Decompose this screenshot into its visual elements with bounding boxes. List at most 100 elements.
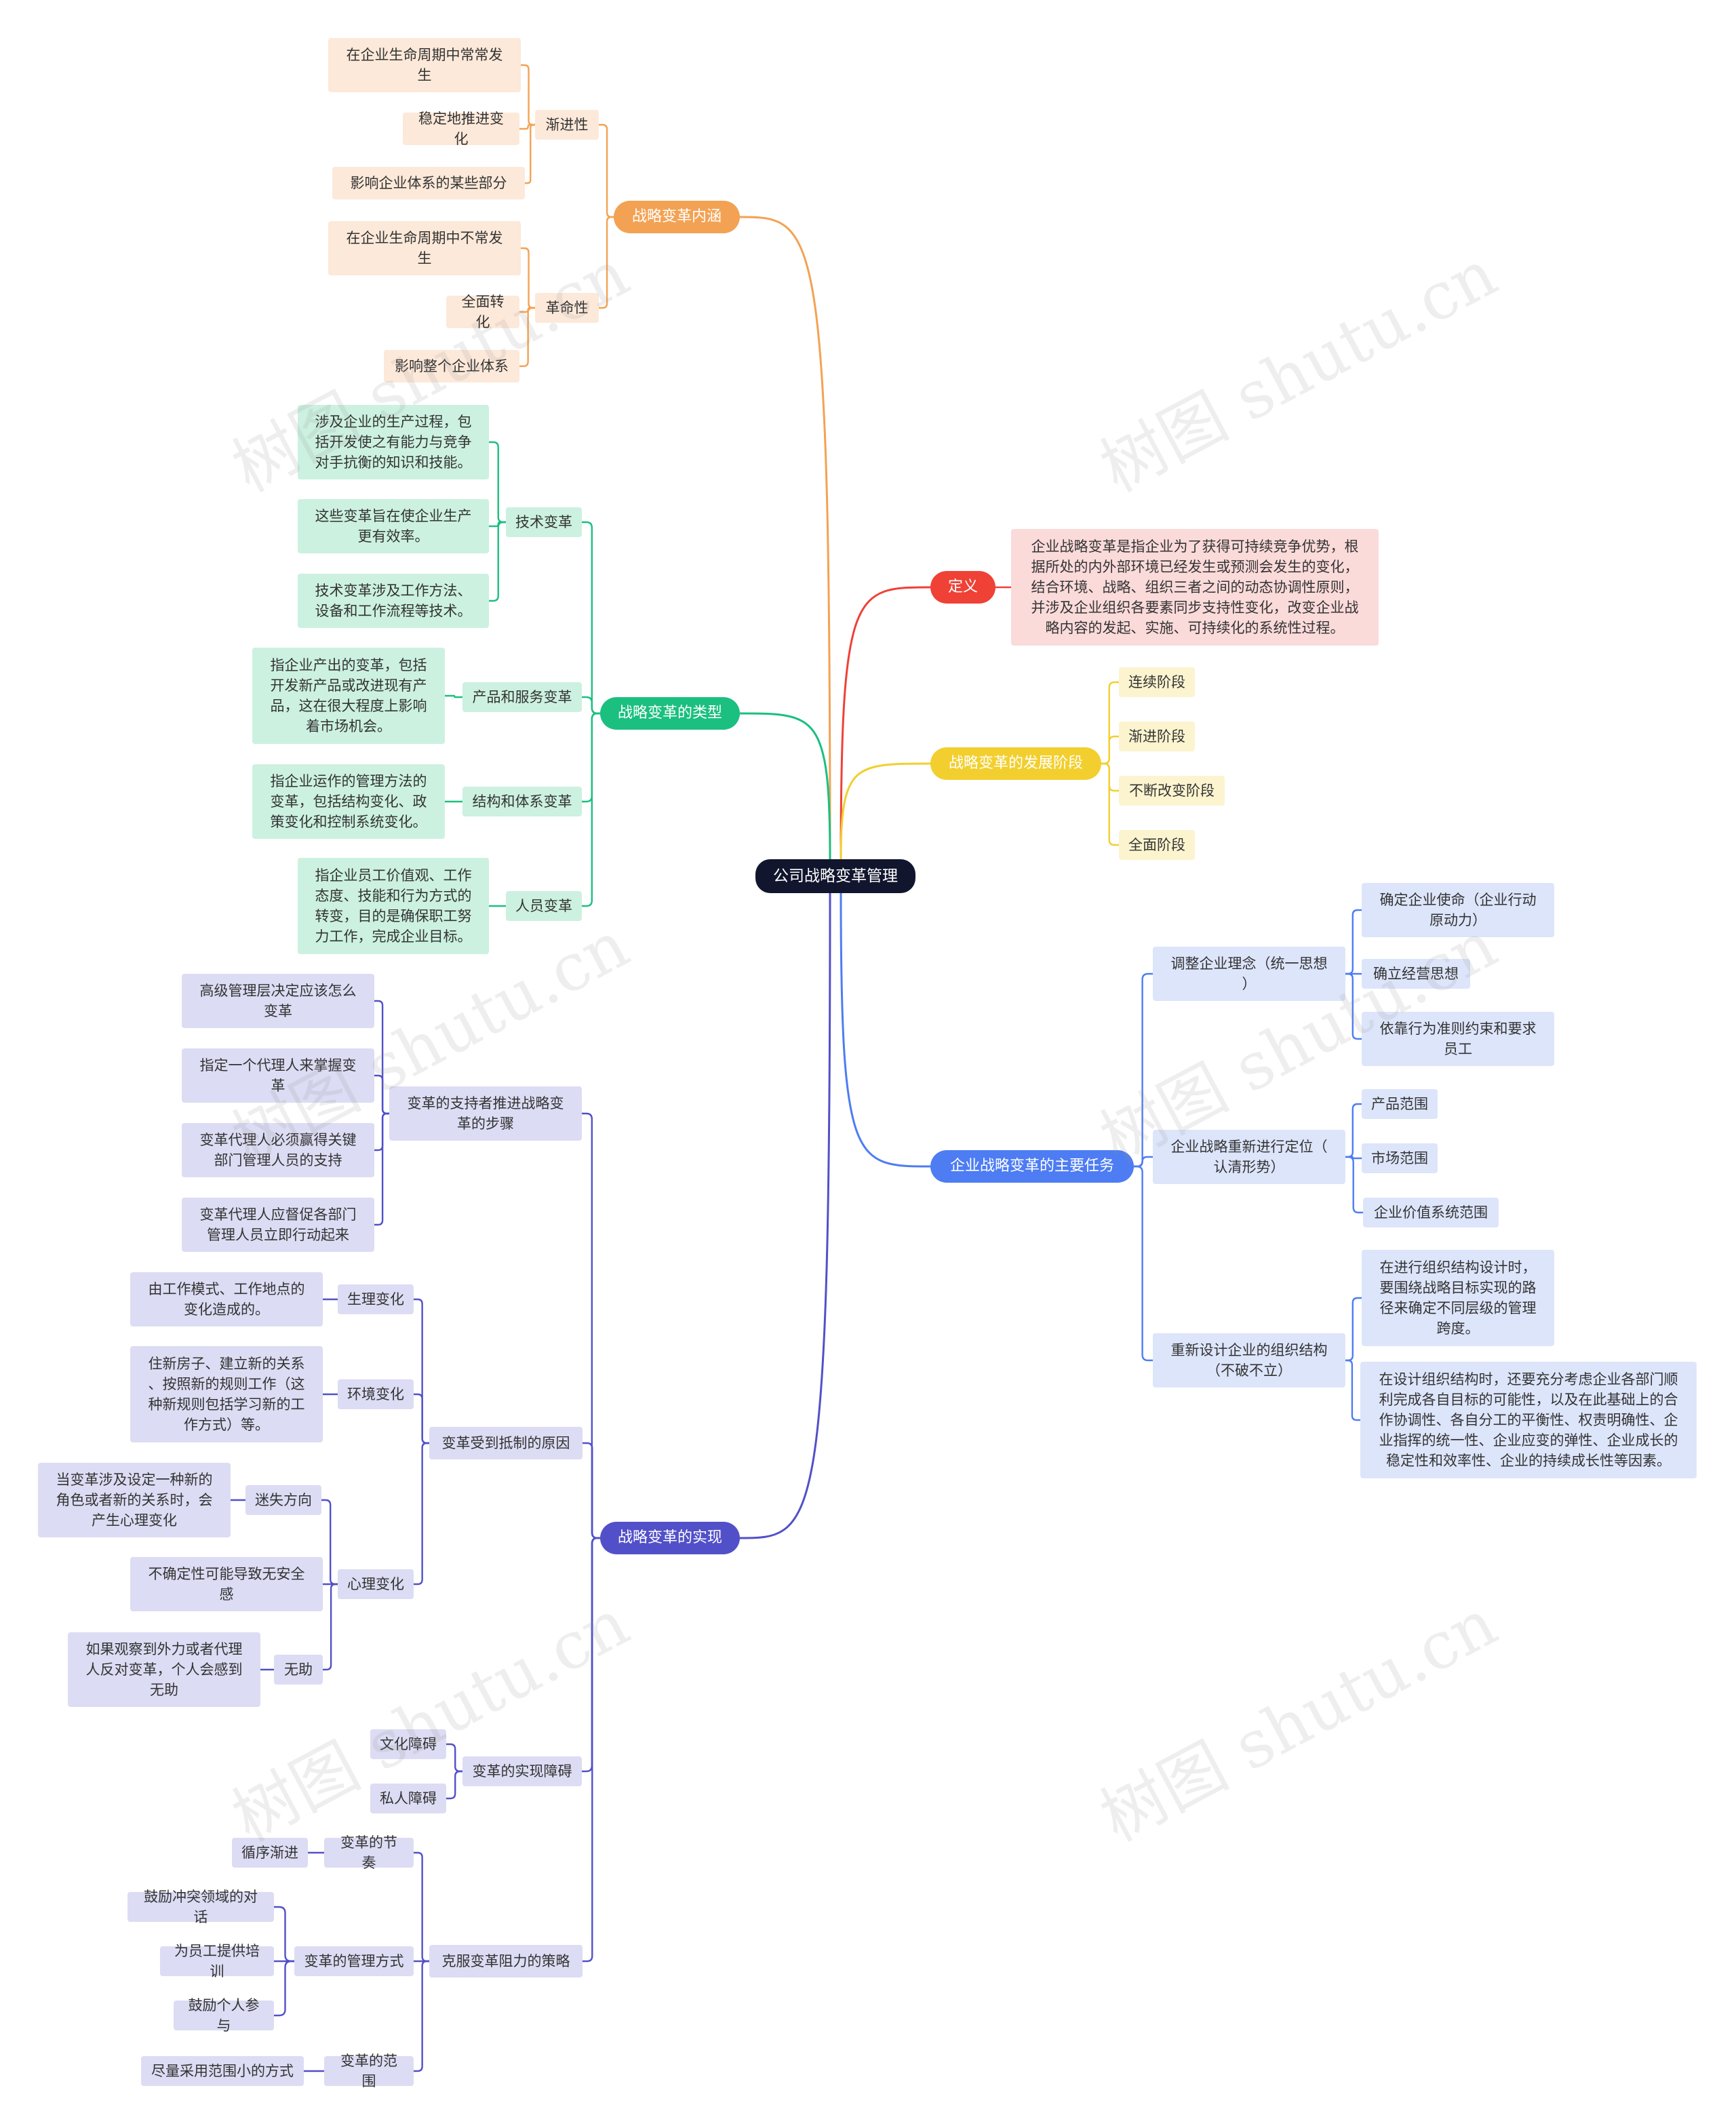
sub-topic[interactable]: 稳定地推进变化 bbox=[403, 111, 519, 147]
topic-text: 战略变革的发展阶段 bbox=[948, 755, 1083, 772]
topic-text: 变革的支持者推进战略变革的步骤 bbox=[407, 1095, 564, 1132]
sub-topic[interactable]: 影响整个企业体系 bbox=[384, 350, 519, 382]
topic-text: 重新设计企业的组织结构（不破不立） bbox=[1170, 1342, 1328, 1379]
topic-text: 连续阶段 bbox=[1128, 674, 1185, 690]
sub-topic[interactable]: 渐进阶段 bbox=[1119, 722, 1195, 751]
topic-text: 变革代理人应督促各部门管理人员立即行动起来 bbox=[199, 1206, 357, 1243]
main-branch-topic[interactable]: 战略变革的实现 bbox=[600, 1522, 740, 1554]
sub-topic[interactable]: 这些变革旨在使企业生产更有效率。 bbox=[298, 499, 489, 553]
sub-topic[interactable]: 渐进性 bbox=[535, 110, 599, 140]
sub-topic[interactable]: 由工作模式、工作地点的变化造成的。 bbox=[130, 1272, 323, 1326]
sub-topic[interactable]: 鼓励个人参与 bbox=[174, 1997, 274, 2034]
topic-text: 指企业运作的管理方法的变革，包括结构变化、政策变化和控制系统变化。 bbox=[270, 773, 427, 830]
sub-topic[interactable]: 不断改变阶段 bbox=[1119, 776, 1225, 806]
sub-topic[interactable]: 市场范围 bbox=[1362, 1143, 1438, 1173]
sub-topic[interactable]: 产品和服务变革 bbox=[462, 682, 582, 712]
sub-topic[interactable]: 文化障碍 bbox=[370, 1729, 446, 1759]
sub-topic[interactable]: 指企业产出的变革，包括开发新产品或改进现有产品，这在很大程度上影响着市场机会。 bbox=[252, 648, 445, 744]
topic-text: 定义 bbox=[947, 578, 978, 595]
topic-text: 战略变革的类型 bbox=[617, 705, 722, 722]
sub-topic[interactable]: 变革代理人应督促各部门管理人员立即行动起来 bbox=[182, 1198, 374, 1252]
main-branch-topic[interactable]: 战略变革的类型 bbox=[600, 697, 740, 730]
sub-topic[interactable]: 在企业生命周期中常常发生 bbox=[328, 38, 521, 92]
connector-line bbox=[1132, 972, 1154, 1168]
sub-topic[interactable]: 循序渐进 bbox=[232, 1838, 308, 1868]
topic-text: 心理变化 bbox=[347, 1576, 404, 1592]
sub-topic[interactable]: 变革的管理方式 bbox=[294, 1946, 414, 1976]
sub-topic[interactable]: 变革的节奏 bbox=[324, 1834, 414, 1871]
sub-topic[interactable]: 企业价值系统范围 bbox=[1363, 1198, 1499, 1227]
sub-topic[interactable]: 迷失方向 bbox=[245, 1485, 321, 1515]
topic-text: 全面阶段 bbox=[1128, 837, 1185, 853]
topic-text: 市场范围 bbox=[1371, 1150, 1428, 1166]
connector-line bbox=[273, 1906, 296, 1963]
sub-topic[interactable]: 心理变化 bbox=[338, 1569, 414, 1599]
sub-topic[interactable]: 尽量采用范围小的方式 bbox=[141, 2056, 304, 2086]
topic-text: 战略变革的实现 bbox=[617, 1529, 722, 1546]
sub-topic[interactable]: 住新房子、建立新的关系、按照新的规则工作（这种新规则包括学习新的工作方式）等。 bbox=[130, 1346, 323, 1442]
sub-topic[interactable]: 涉及企业的生产过程，包括开发使之有能力与竞争对手抗衡的知识和技能。 bbox=[298, 405, 489, 479]
sub-topic[interactable]: 指定一个代理人来掌握变革 bbox=[182, 1048, 374, 1103]
main-branch-topic[interactable]: 定义 bbox=[930, 571, 995, 604]
topic-text: 公司战略变革管理 bbox=[773, 867, 898, 885]
sub-topic[interactable]: 生理变化 bbox=[338, 1284, 414, 1314]
topic-text: 结构和体系变革 bbox=[472, 793, 572, 810]
sub-topic[interactable]: 影响企业体系的某些部分 bbox=[332, 167, 525, 199]
topic-text: 渐进阶段 bbox=[1128, 728, 1185, 745]
sub-topic[interactable]: 克服变革阻力的策略 bbox=[429, 1945, 583, 1977]
connector-line bbox=[840, 586, 932, 861]
topic-text: 技术变革 bbox=[515, 514, 572, 530]
sub-topic[interactable]: 企业战略重新进行定位（认清形势） bbox=[1153, 1130, 1345, 1184]
sub-topic[interactable]: 企业战略变革是指企业为了获得可持续竞争优势，根据所处的内外部环境已经发生或预测会… bbox=[1011, 529, 1379, 646]
sub-topic[interactable]: 依靠行为准则约束和要求员工 bbox=[1362, 1012, 1554, 1066]
connector-line bbox=[738, 892, 831, 1539]
sub-topic[interactable]: 全面阶段 bbox=[1119, 830, 1195, 860]
sub-topic[interactable]: 产品范围 bbox=[1362, 1089, 1438, 1119]
topic-text: 依靠行为准则约束和要求员工 bbox=[1379, 1021, 1537, 1057]
sub-topic[interactable]: 确定企业使命（企业行动原动力） bbox=[1362, 883, 1554, 937]
sub-topic[interactable]: 结构和体系变革 bbox=[462, 787, 582, 816]
sub-topic[interactable]: 环境变化 bbox=[338, 1379, 414, 1409]
main-branch-topic[interactable]: 战略变革内涵 bbox=[614, 201, 740, 233]
sub-topic[interactable]: 在设计组织结构时，还要充分考虑企业各部门顺利完成各自目标的可能性，以及在此基础上… bbox=[1360, 1362, 1697, 1478]
sub-topic[interactable]: 变革的范围 bbox=[324, 2053, 414, 2089]
sub-topic[interactable]: 为员工提供培训 bbox=[160, 1943, 274, 1980]
sub-topic[interactable]: 连续阶段 bbox=[1119, 667, 1195, 697]
sub-topic[interactable]: 指企业运作的管理方法的变革，包括结构变化、政策变化和控制系统变化。 bbox=[252, 764, 445, 839]
main-branch-topic[interactable]: 企业战略变革的主要任务 bbox=[930, 1150, 1134, 1183]
main-branch-topic[interactable]: 战略变革的发展阶段 bbox=[930, 747, 1101, 780]
sub-topic[interactable]: 变革受到抵制的原因 bbox=[429, 1427, 583, 1459]
sub-topic[interactable]: 不确定性可能导致无安全感 bbox=[130, 1557, 323, 1611]
sub-topic[interactable]: 变革的支持者推进战略变革的步骤 bbox=[389, 1086, 582, 1141]
sub-topic[interactable]: 鼓励冲突领域的对话 bbox=[127, 1889, 274, 1925]
root-topic[interactable]: 公司战略变革管理 bbox=[755, 859, 915, 893]
sub-topic[interactable]: 重新设计企业的组织结构（不破不立） bbox=[1153, 1333, 1345, 1387]
sub-topic[interactable]: 变革的实现障碍 bbox=[462, 1756, 582, 1786]
sub-topic[interactable]: 在进行组织结构设计时，要围绕战略目标实现的路径来确定不同层级的管理跨度。 bbox=[1362, 1250, 1554, 1346]
sub-topic[interactable]: 全面转化 bbox=[446, 294, 519, 330]
topic-text: 变革受到抵制的原因 bbox=[441, 1435, 570, 1451]
sub-topic[interactable]: 高级管理层决定应该怎么变革 bbox=[182, 974, 374, 1028]
sub-topic[interactable]: 技术变革 bbox=[506, 507, 582, 537]
sub-topic[interactable]: 私人障碍 bbox=[370, 1784, 446, 1813]
sub-topic[interactable]: 如果观察到外力或者代理人反对变革，个人会感到无助 bbox=[68, 1632, 260, 1707]
sub-topic[interactable]: 当变革涉及设定一种新的角色或者新的关系时，会产生心理变化 bbox=[38, 1463, 231, 1537]
connector-line bbox=[445, 1770, 464, 1800]
sub-topic[interactable]: 在企业生命周期中不常发生 bbox=[328, 221, 521, 275]
sub-topic[interactable]: 无助 bbox=[274, 1655, 323, 1685]
sub-topic[interactable]: 确立经营思想 bbox=[1362, 959, 1470, 989]
sub-topic[interactable]: 人员变革 bbox=[506, 891, 582, 921]
connector-line bbox=[580, 1112, 601, 1539]
topic-text: 渐进性 bbox=[545, 117, 589, 133]
topic-text: 无助 bbox=[284, 1661, 313, 1678]
sub-topic[interactable]: 技术变革涉及工作方法、设备和工作流程等技术。 bbox=[298, 574, 489, 628]
connector-line bbox=[412, 1393, 431, 1444]
sub-topic[interactable]: 指企业员工价值观、工作态度、技能和行为方式的转变，目的是确保职工努力工作，完成企… bbox=[298, 858, 489, 954]
sub-topic[interactable]: 调整企业理念（统一思想） bbox=[1153, 947, 1345, 1001]
connector-line bbox=[518, 123, 536, 130]
topic-text: 环境变化 bbox=[347, 1386, 404, 1402]
connector-line bbox=[519, 64, 536, 126]
connector-line bbox=[488, 521, 507, 602]
sub-topic[interactable]: 变革代理人必须赢得关键部门管理人员的支持 bbox=[182, 1123, 374, 1177]
sub-topic[interactable]: 革命性 bbox=[535, 293, 599, 323]
